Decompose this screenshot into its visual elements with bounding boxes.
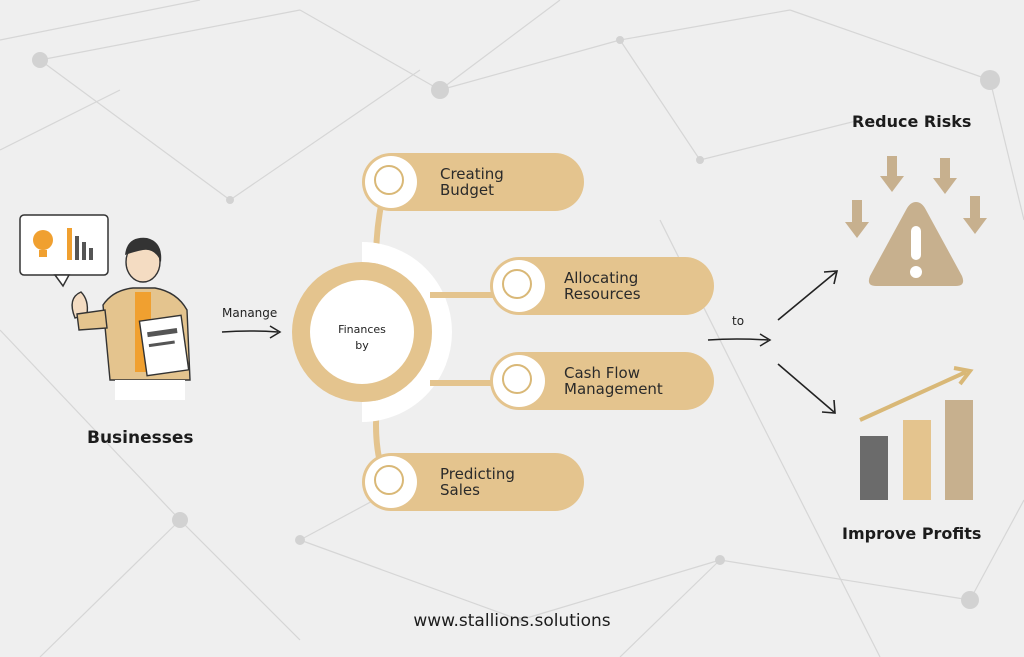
- footer-url: www.stallions.solutions: [413, 611, 611, 631]
- hub-label-line1: Finances: [338, 323, 386, 336]
- arrow-right-icon: [221, 325, 282, 339]
- connector-line: [430, 292, 500, 298]
- hub-label-line2: by: [355, 339, 369, 352]
- businesses-label: Businesses: [87, 428, 194, 448]
- warning-icon: [845, 156, 987, 286]
- item-creating-budget: Creating Budget: [362, 153, 584, 211]
- item-label: Cash Flow Management: [564, 364, 663, 398]
- arrow-right-icon: [707, 333, 772, 347]
- item-allocating-resources: Allocating Resources: [490, 257, 714, 315]
- item-marker-icon: [365, 456, 417, 508]
- profit-growth-chart-icon: [859, 366, 974, 500]
- connector-line: [430, 380, 500, 386]
- item-marker-icon: [493, 260, 545, 312]
- hub-label: Finances by: [332, 322, 392, 354]
- hub-ring: [292, 199, 452, 471]
- item-predicting-sales: Predicting Sales: [362, 453, 584, 511]
- improve-profits-label: Improve Profits: [842, 524, 982, 543]
- item-label: Allocating Resources: [564, 269, 641, 303]
- item-marker-icon: [493, 355, 545, 407]
- arrow-up-right-icon: [777, 270, 839, 321]
- arrow-down-right-icon: [777, 363, 836, 414]
- businessman-illustration: [19, 214, 191, 400]
- item-label: Creating Budget: [440, 165, 504, 199]
- connector-word-label: to: [732, 314, 745, 328]
- item-marker-icon: [365, 156, 417, 208]
- item-label: Predicting Sales: [440, 465, 515, 499]
- reduce-risks-label: Reduce Risks: [852, 112, 972, 131]
- item-cash-flow-management: Cash Flow Management: [490, 352, 714, 410]
- manage-verb-label: Manange: [222, 306, 278, 320]
